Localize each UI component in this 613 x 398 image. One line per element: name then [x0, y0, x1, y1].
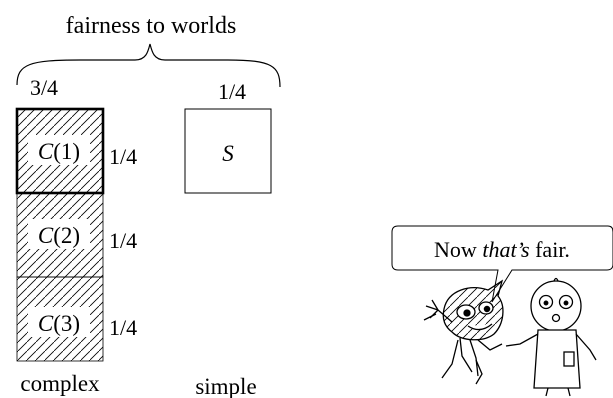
- world-c3-symbol: C: [38, 311, 54, 336]
- speech-suffix: fair.: [530, 237, 570, 262]
- world-c1-weight: 1/4: [109, 144, 137, 169]
- world-c2-symbol: C: [38, 223, 54, 248]
- demon-icon: [423, 279, 504, 385]
- world-c3-index: (3): [53, 311, 80, 336]
- world-s-box: [184, 108, 272, 194]
- speech-text: Now that’s fair.: [434, 237, 570, 262]
- complex-caption: complex: [20, 371, 100, 396]
- world-c1-symbol: C: [38, 139, 54, 164]
- world-c2-label: C(2): [38, 223, 80, 248]
- simple-caption: simple: [195, 374, 256, 398]
- complex-weight: 3/4: [30, 75, 58, 100]
- scientist-icon: [505, 277, 597, 397]
- world-c2-weight: 1/4: [109, 228, 137, 253]
- diagram-title: fairness to worlds: [66, 13, 237, 39]
- simple-weight: 1/4: [218, 79, 246, 104]
- world-c1-label: C(1): [38, 139, 80, 164]
- world-c2-index: (2): [53, 223, 80, 248]
- world-c3-weight: 1/4: [109, 315, 137, 340]
- world-c1-highlight: [15, 107, 105, 195]
- speech-prefix: Now: [434, 237, 482, 262]
- complex-worlds: C(1) C(2) C(3): [15, 107, 105, 362]
- speech-emphasis: that’s: [482, 237, 529, 262]
- world-s-label: S: [222, 141, 234, 166]
- world-c3-label: C(3): [38, 311, 80, 336]
- world-c1-index: (1): [53, 139, 80, 164]
- grouping-brace: [16, 43, 281, 88]
